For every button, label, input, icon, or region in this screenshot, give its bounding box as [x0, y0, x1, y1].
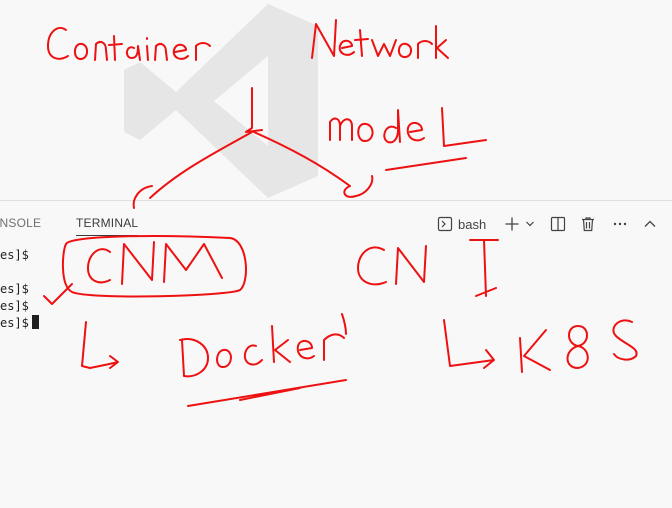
maximize-panel-button[interactable]	[639, 213, 661, 235]
more-actions-button[interactable]	[609, 213, 631, 235]
terminal-line: es]$	[0, 282, 29, 296]
shell-name-label: bash	[458, 216, 487, 232]
terminal-instance-selector[interactable]: bash	[437, 213, 499, 235]
new-terminal-button[interactable]	[501, 213, 523, 235]
panel-tab-bar: ONSOLE TERMINAL bash	[0, 201, 672, 245]
terminal-line: es]$	[0, 248, 29, 262]
tab-terminal[interactable]: TERMINAL	[76, 215, 139, 236]
plus-icon	[505, 217, 519, 231]
trash-icon	[582, 217, 594, 232]
terminal-toolbar: bash	[437, 213, 661, 235]
editor-area	[0, 0, 672, 200]
tab-debug-console[interactable]: ONSOLE	[0, 216, 42, 230]
chevron-up-icon	[644, 220, 656, 227]
vscode-watermark-icon	[124, 4, 318, 198]
terminal-cursor	[31, 315, 39, 329]
terminal-icon	[437, 216, 453, 232]
split-terminal-button[interactable]	[547, 213, 569, 235]
ellipsis-icon	[613, 222, 627, 226]
kill-terminal-button[interactable]	[577, 213, 599, 235]
terminal-line: es]$	[0, 299, 29, 313]
launch-profile-dropdown[interactable]	[523, 213, 537, 235]
terminal-prompt-text: es]$	[0, 316, 29, 330]
terminal-prompt-line: es]$	[0, 315, 39, 332]
bottom-panel: ONSOLE TERMINAL bash	[0, 200, 672, 508]
split-editor-icon	[550, 216, 566, 232]
chevron-down-icon	[526, 221, 534, 227]
